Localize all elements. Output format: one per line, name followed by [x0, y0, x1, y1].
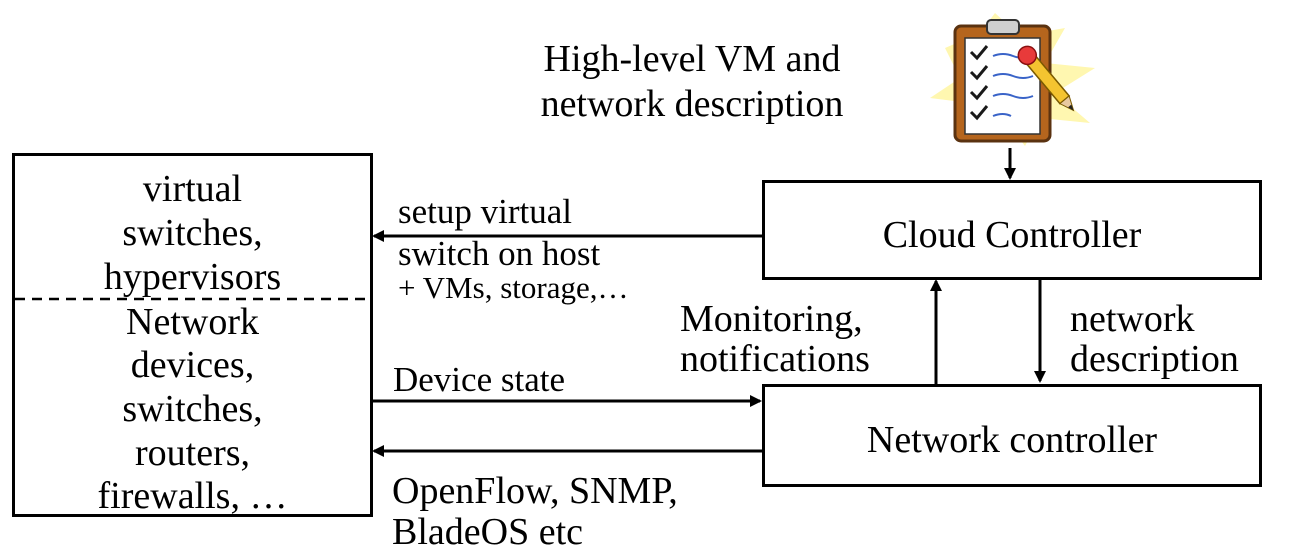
network-controller-label: Network controller	[866, 419, 1158, 461]
input-description-line1: High-level VM and	[543, 38, 841, 80]
device-state-label: Device state	[393, 360, 565, 399]
monitoring-label-line1: Monitoring,	[680, 298, 863, 340]
input-description-line2: network description	[540, 83, 844, 125]
network-controller-box: Network controller	[762, 384, 1262, 487]
devices-label-line5: firewalls, …	[97, 475, 288, 517]
host-label-line2: switches,	[122, 212, 263, 254]
setup-label-line3: + VMs, storage,…	[398, 270, 629, 305]
clipboard-checklist-icon	[930, 13, 1095, 146]
network-description-label-line1: network	[1070, 298, 1195, 340]
setup-label-line1: setup virtual	[398, 192, 572, 231]
network-description-label-line2: description	[1070, 338, 1239, 380]
divider-dashed	[15, 297, 370, 301]
cloud-controller-label: Cloud Controller	[882, 214, 1142, 256]
cloud-controller-box: Cloud Controller	[762, 180, 1262, 280]
host-label-line3: hypervisors	[103, 256, 282, 298]
devices-label-line3: switches,	[122, 388, 263, 430]
host-label-line1: virtual	[142, 168, 243, 210]
devices-label-line2: devices,	[130, 344, 255, 386]
protocols-label-line1: OpenFlow, SNMP,	[392, 470, 678, 512]
monitoring-label-line2: notifications	[680, 338, 870, 380]
host-network-box: virtual switches, hypervisors Network de…	[12, 153, 373, 517]
protocols-label-line2: BladeOS etc	[392, 511, 584, 553]
devices-label-line4: routers,	[134, 432, 251, 474]
setup-label-line2: switch on host	[398, 234, 601, 273]
devices-label-line1: Network	[126, 301, 259, 343]
